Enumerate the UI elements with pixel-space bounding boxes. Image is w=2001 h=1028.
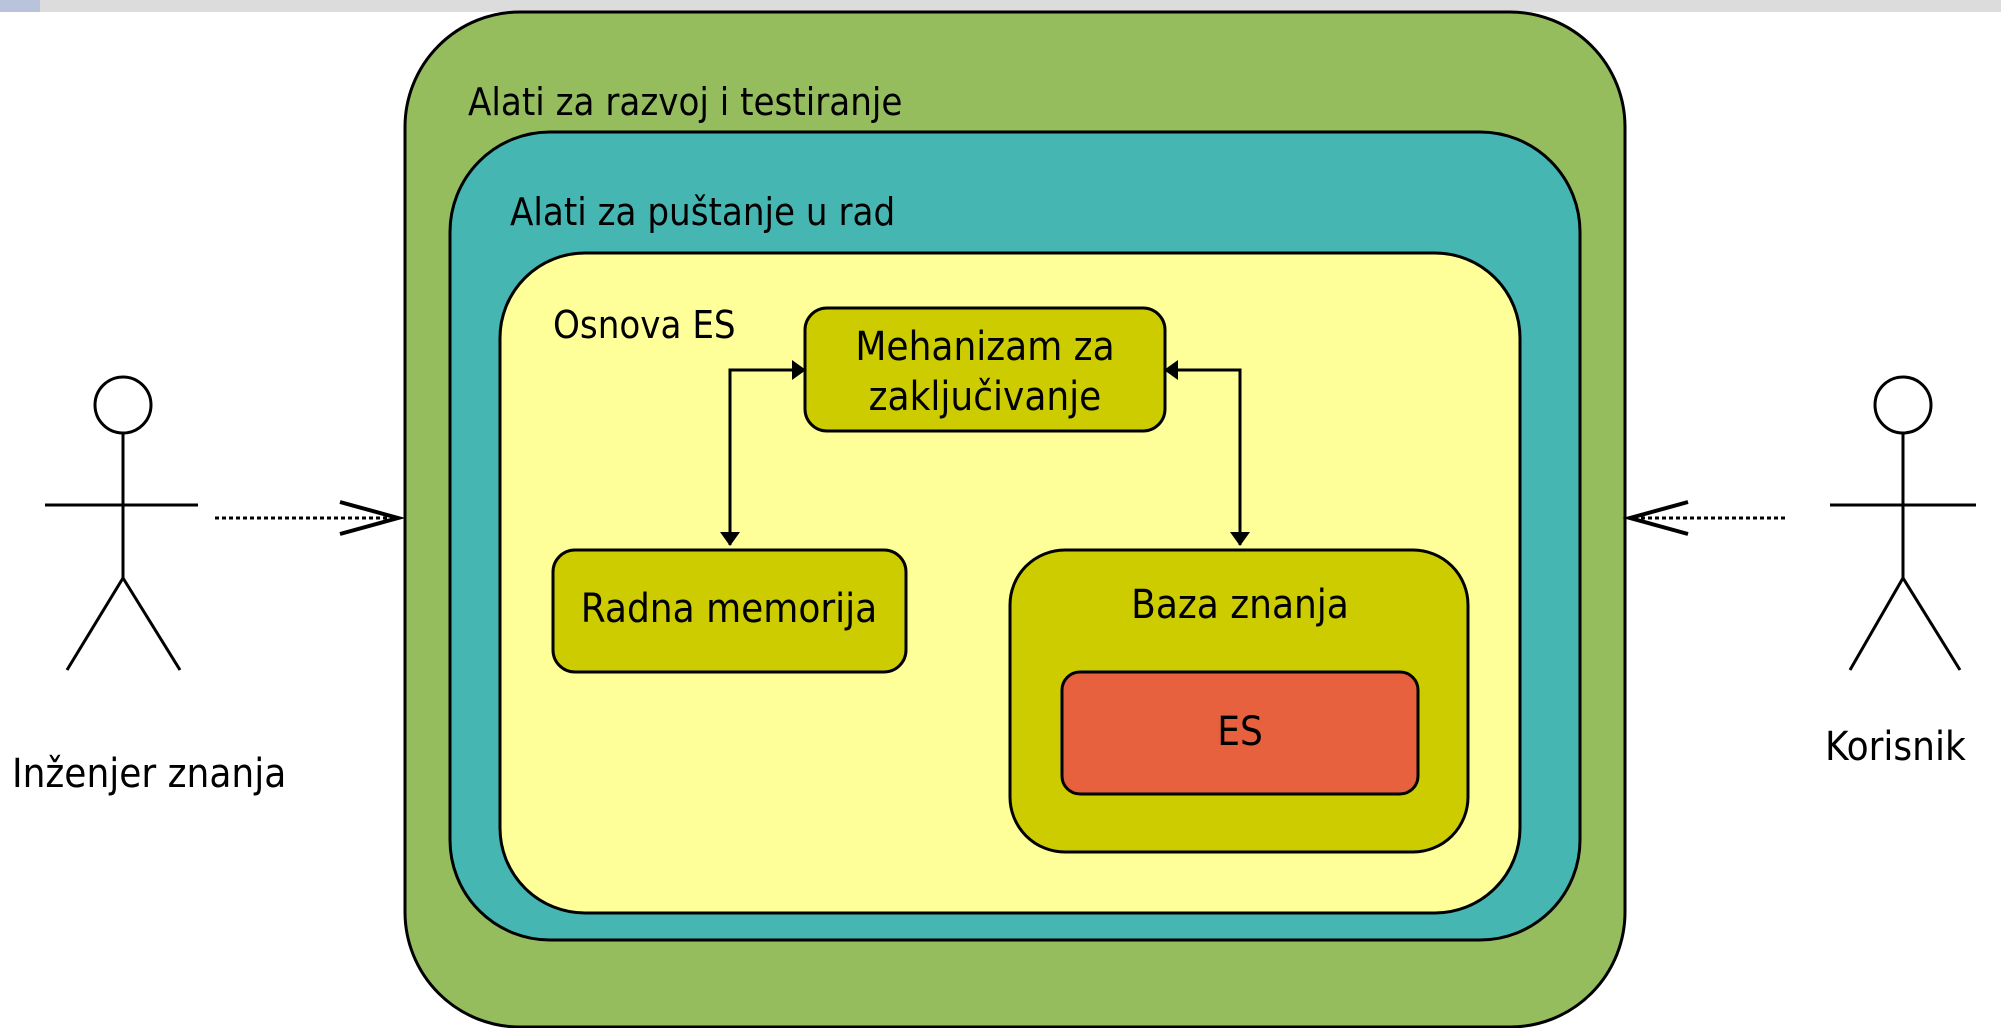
es-core-label: ES — [1217, 709, 1263, 755]
arrow-engine-to-working-memory — [720, 360, 806, 546]
inference-engine-box — [803, 306, 1167, 433]
inner-layer-label: Osnova ES — [553, 303, 736, 347]
working-memory-box — [551, 548, 908, 674]
stick-figure-icon — [1830, 375, 1976, 671]
knowledge-engineer-actor: Inženjer znanja — [12, 375, 286, 797]
arrow-engine-to-knowledge-base — [1164, 360, 1250, 546]
es-core-box — [1060, 670, 1420, 796]
dependency-arrow-engineer — [215, 500, 406, 536]
stick-figure-icon — [45, 375, 198, 671]
user-actor: Korisnik — [1825, 375, 1976, 770]
inference-engine-label-line2: zaključivanje — [869, 374, 1102, 420]
knowledge-base-label: Baza znanja — [1131, 582, 1349, 628]
user-label: Korisnik — [1825, 724, 1966, 770]
working-memory-label: Radna memorija — [581, 586, 877, 632]
dependency-arrow-user — [1622, 500, 1785, 536]
top-band — [0, 0, 2001, 12]
middle-layer-label: Alati za puštanje u rad — [510, 190, 895, 234]
knowledge-engineer-label: Inženjer znanja — [12, 751, 286, 797]
top-band-accent — [0, 0, 40, 12]
inference-engine-label-line1: Mehanizam za — [855, 324, 1114, 370]
outer-layer-label: Alati za razvoj i testiranje — [468, 80, 902, 124]
